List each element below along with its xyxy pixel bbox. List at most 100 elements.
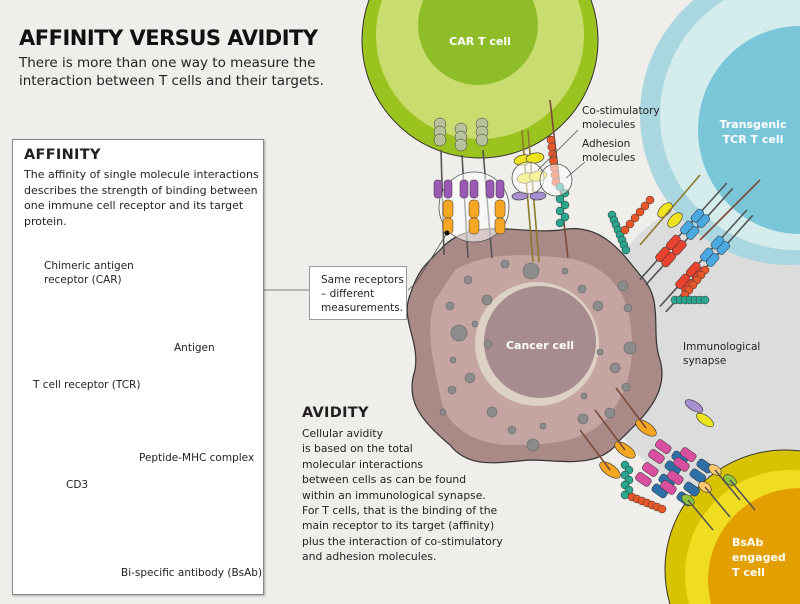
avidity-line: For T cells, that is the binding of the	[302, 504, 498, 518]
bsab-t-cell-label: BsAb engaged T cell	[732, 535, 792, 580]
vesicle	[577, 284, 587, 294]
costim-ligand	[529, 191, 547, 201]
tcr-t-cell-label-line2: TCR T cell	[722, 133, 784, 146]
pmhc-label: Peptide-MHC complex	[139, 452, 255, 464]
bead	[630, 213, 640, 223]
receptor-stalk	[699, 179, 761, 241]
bsab-label: Bi-specific antibody (BsAb)	[121, 567, 263, 579]
car-domain	[469, 179, 479, 199]
vesicle	[592, 300, 604, 312]
tcr-t-cell-label-line1: Transgenic	[719, 118, 787, 131]
avidity-heading: AVIDITY	[302, 405, 369, 421]
synapse-label-line1: Immunological	[683, 341, 761, 353]
vesicle	[604, 407, 616, 419]
vesicle	[621, 382, 631, 392]
callout-line3: measurements.	[321, 302, 404, 314]
tcr-label: T cell receptor (TCR)	[33, 379, 141, 391]
bead	[546, 135, 556, 145]
bead	[645, 195, 655, 205]
vesicle	[481, 294, 493, 306]
pink-domain	[667, 470, 684, 485]
vesicle	[539, 422, 547, 430]
avidity-line: molecular interactions	[302, 457, 424, 471]
avidity-line: main receptor to its target (affinity)	[302, 519, 495, 533]
tcr-domain	[685, 226, 700, 240]
affinity-description: The affinity of single molecule interact…	[24, 168, 259, 228]
antigen-domain	[468, 217, 480, 235]
highlighted-receptors	[433, 179, 506, 235]
adhesion-label-line1: Adhesion	[582, 138, 631, 150]
vesicle	[609, 362, 621, 374]
bsab-t-cell-label-line1: BsAb	[732, 536, 764, 549]
tcr-domain	[705, 253, 720, 267]
car-domain	[443, 179, 453, 199]
vesicle	[445, 301, 455, 311]
adhesion-label-line2: molecules	[582, 152, 636, 164]
synapse-label: Immunological synapse	[683, 340, 760, 368]
adhesion-label: Adhesion molecules	[582, 137, 635, 165]
avidity-line: between cells as can be found	[302, 473, 467, 487]
bead	[625, 219, 635, 229]
car-domain	[433, 179, 443, 199]
bead	[548, 149, 557, 159]
page-title: AFFINITY VERSUS AVIDITY	[19, 26, 318, 50]
page-subtitle: There is more than one way to measure th…	[19, 55, 324, 89]
antigen-domain	[442, 199, 454, 219]
antigen-domain	[494, 199, 506, 219]
costim-label-line2: molecules	[582, 119, 636, 131]
vesicle	[577, 413, 589, 425]
pink-domain	[655, 439, 672, 454]
avidity-line: plus the interaction of co-stimulatory	[302, 534, 503, 548]
bsab-t-cell-label-line2: engaged	[732, 551, 786, 564]
bsab-t-cell-label-line3: T cell	[732, 566, 765, 579]
avidity-line: within an immunological synapse.	[302, 488, 486, 502]
bead	[657, 504, 667, 514]
vesicle	[617, 280, 629, 292]
pink-domain	[648, 449, 665, 464]
domain-shape	[657, 202, 673, 218]
receptor-stalk	[714, 469, 741, 501]
bead	[555, 206, 565, 216]
costim-molecule	[667, 212, 683, 228]
vesicle	[463, 275, 473, 285]
vesicle	[439, 408, 447, 416]
car-domain	[459, 179, 469, 199]
car-label-line2: receptor (CAR)	[44, 274, 122, 286]
vesicle	[623, 341, 637, 355]
bead	[700, 295, 710, 305]
vesicle	[483, 339, 493, 349]
callout-line2: – different	[321, 288, 375, 300]
avidity-line: is based on the total	[302, 442, 413, 456]
domain-shape	[667, 212, 683, 228]
cancer-cell-label: Cancer cell	[505, 339, 575, 352]
vesicle	[464, 372, 476, 384]
receptor-stalk	[639, 174, 701, 246]
vesicle	[580, 392, 588, 400]
costim-label: Co-stimulatory molecules	[582, 104, 660, 132]
domain-shape	[529, 191, 547, 201]
bead	[560, 200, 570, 210]
pink-domain	[660, 480, 677, 495]
tcr-pmhc-pair	[639, 182, 734, 286]
blue-domain	[689, 468, 706, 484]
car-t-cell	[361, 0, 599, 159]
car-domain	[485, 179, 495, 199]
avidity-line: Cellular avidity	[302, 427, 383, 440]
vesicle	[561, 267, 569, 275]
antigen-label: Antigen	[174, 342, 215, 354]
vesicle	[449, 356, 457, 364]
costim-molecule	[696, 412, 714, 428]
pink-domain	[642, 462, 659, 477]
receptor-stalk	[594, 409, 626, 451]
bead	[454, 138, 468, 152]
receptor-stalk	[704, 486, 731, 518]
bead	[620, 490, 630, 500]
cancer-cell	[406, 228, 663, 464]
bead	[621, 245, 631, 255]
bead	[560, 212, 570, 222]
cd3-label: CD3	[66, 479, 89, 491]
bead	[635, 207, 645, 217]
costim-highlight-circle	[511, 161, 545, 195]
cancer-vesicles	[439, 259, 637, 452]
